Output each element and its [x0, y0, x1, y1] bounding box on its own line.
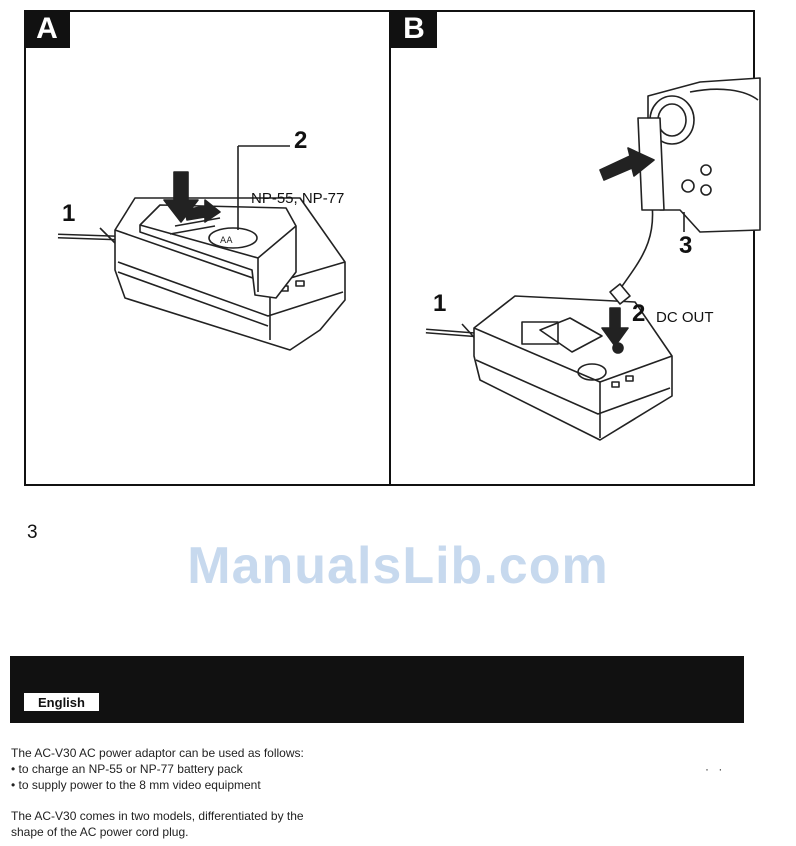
language-tab-english: English	[24, 693, 99, 711]
stray-marks: · ·	[705, 762, 726, 776]
connect-arrow-icon	[599, 147, 655, 181]
insert-arrow-icon	[163, 171, 221, 223]
power-cord-icon	[57, 227, 123, 251]
camcorder-icon	[637, 77, 761, 233]
figure-divider	[389, 10, 391, 486]
intro-bullet-power: • to supply power to the 8 mm video equi…	[11, 778, 261, 792]
callout-b-1: 1	[433, 290, 447, 317]
callout-2-leader	[237, 145, 290, 230]
panel-a-tag: A	[24, 10, 70, 48]
callout-a-1: 1	[62, 200, 76, 227]
panel-b-tag: B	[391, 10, 437, 48]
intro-bullet-charge: • to charge an NP-55 or NP-77 battery pa…	[11, 762, 243, 776]
callout-b-2: 2	[632, 300, 646, 327]
callout-b-3: 3	[679, 232, 693, 259]
page-number: 3	[27, 522, 38, 543]
svg-text:AA: AA	[220, 236, 233, 246]
models-line-1: The AC-V30 comes in two models, differen…	[11, 809, 304, 823]
dc-plug-arrow-icon	[601, 307, 629, 347]
models-text: The AC-V30 comes in two models, differen…	[11, 808, 304, 840]
models-line-2: shape of the AC power cord plug.	[11, 825, 189, 839]
watermark: ManualsLib.com	[187, 537, 609, 595]
callout-a-2: 2	[294, 127, 308, 154]
battery-pack-icon: AA	[139, 204, 297, 299]
battery-models-label: NP-55, NP-77	[251, 190, 345, 207]
intro-line: The AC-V30 AC power adaptor can be used …	[11, 746, 304, 760]
panel-a-illustration: AA	[57, 77, 761, 441]
intro-text: The AC-V30 AC power adaptor can be used …	[11, 745, 304, 793]
language-bar: English	[10, 656, 744, 723]
dc-out-label: DC OUT	[656, 309, 714, 326]
